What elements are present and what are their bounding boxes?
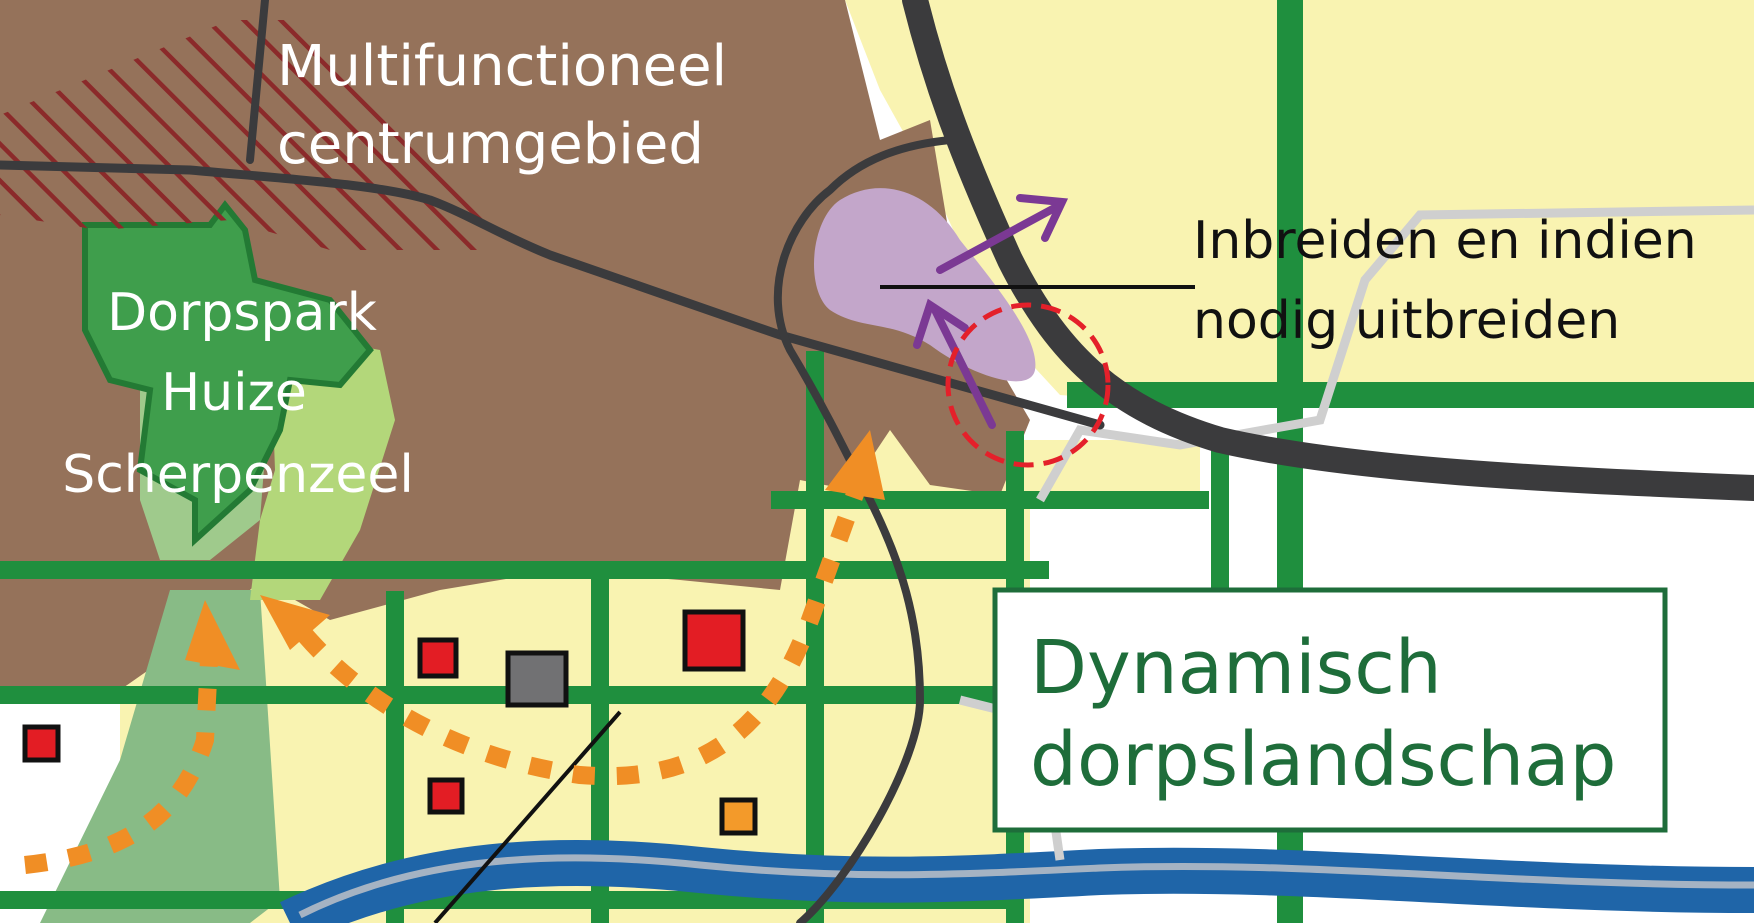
river-highlight bbox=[298, 854, 1754, 919]
label-centrum-line1: Multifunctioneel bbox=[277, 34, 727, 99]
label-park-line1: Dorpspark bbox=[107, 283, 377, 343]
red-marker bbox=[427, 777, 465, 815]
dynamisch-label-box bbox=[992, 587, 1668, 833]
red-dashed-circle bbox=[945, 302, 1111, 468]
purple-arrow-head bbox=[913, 298, 969, 349]
facility-markers bbox=[22, 609, 758, 836]
red-marker bbox=[417, 637, 459, 679]
lavender-expansion-area bbox=[813, 188, 1036, 382]
ring-road bbox=[902, 0, 1754, 501]
dorpspark-area bbox=[82, 200, 374, 547]
purple-arrow bbox=[931, 306, 996, 429]
purple-arrow bbox=[936, 201, 1064, 274]
label-park-line2: Huize bbox=[161, 363, 307, 423]
dark-road bbox=[246, 0, 269, 164]
purple-arrow-head bbox=[1016, 194, 1069, 242]
grey-path bbox=[1036, 205, 1754, 503]
grey-marker bbox=[505, 650, 569, 708]
leader-line-grid bbox=[433, 710, 622, 923]
orange-arrowhead bbox=[185, 600, 240, 670]
red-marker bbox=[682, 609, 746, 672]
label-park-line3: Scherpenzeel bbox=[62, 445, 414, 505]
label-centrum-line2: centrumgebied bbox=[277, 112, 704, 177]
orange-routes bbox=[24, 476, 869, 874]
orange-arrowhead bbox=[825, 430, 885, 500]
dark-road bbox=[0, 160, 1105, 430]
river bbox=[279, 839, 1754, 923]
red-marker bbox=[22, 724, 61, 763]
orange-arrowhead bbox=[260, 595, 330, 650]
sage-green-corridor bbox=[40, 590, 280, 923]
orange-arrowheads bbox=[185, 430, 885, 670]
dark-road bbox=[773, 136, 954, 923]
label-inbreiden-line1: Inbreiden en indien bbox=[1193, 211, 1697, 271]
label-inbreiden-line2: nodig uitbreiden bbox=[1193, 291, 1620, 351]
label-dynamisch-line1: Dynamisch bbox=[1030, 625, 1442, 711]
label-dynamisch-line2: dorpslandschap bbox=[1030, 717, 1616, 803]
purple-arrows bbox=[913, 194, 1069, 429]
orange-route bbox=[298, 476, 869, 786]
orange-marker bbox=[719, 797, 758, 836]
